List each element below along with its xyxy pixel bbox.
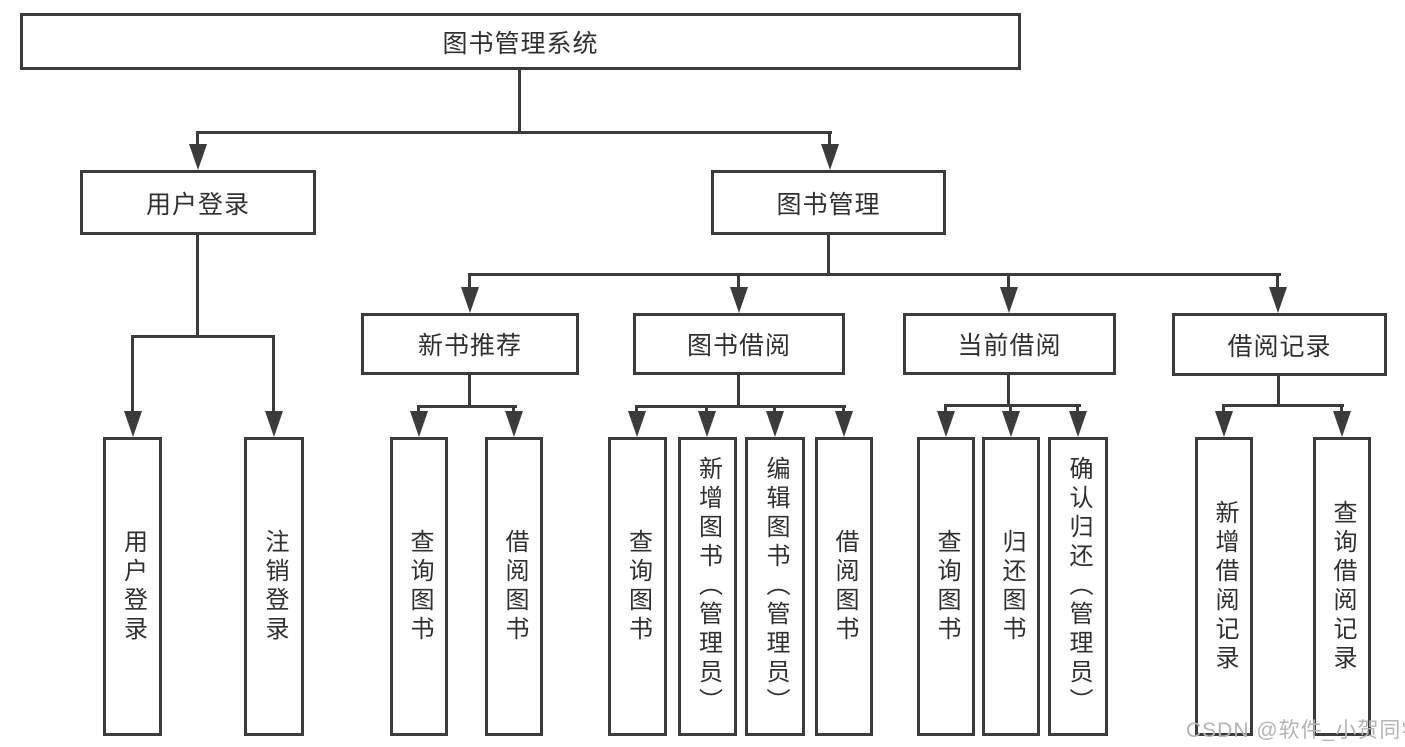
connector-line [196,131,199,146]
connector-line [131,335,134,413]
node-user-login: 用户登录 [80,170,316,235]
node-label: 图书管理系统 [442,29,599,58]
connector-level3-bus [468,273,1281,276]
leaf-label: 用户登录 [119,528,147,645]
leaf-query-borrow-record: 查询借阅记录 [1313,437,1371,736]
arrow-down-icon [461,287,479,313]
leaf-label: 注销登录 [261,528,288,645]
connector-line [1276,273,1279,289]
connector-bookborrow-bus [635,405,846,408]
connector-newbook-bus [417,405,517,408]
connector-line [1009,404,1012,413]
leaf-label: 编辑图书（管理员） [762,456,789,717]
arrow-down-icon [189,144,207,170]
node-label: 当前借阅 [957,332,1062,360]
node-label: 新书推荐 [417,332,522,360]
connector-line [1076,404,1079,413]
leaf-label: 归还图书 [998,528,1025,645]
leaf-add-borrow-record: 新增借阅记录 [1195,437,1253,736]
node-label: 借阅记录 [1227,332,1332,361]
arrow-down-icon [410,411,428,437]
connector-line [1222,404,1225,413]
connector-line [737,273,740,289]
connector-currentborrow-bus [944,404,1081,407]
leaf-label: 借阅图书 [831,528,858,645]
arrow-down-icon [1000,287,1018,313]
connector-newbook-drop [468,374,471,407]
arrow-down-icon [1002,411,1020,437]
leaf-label: 查询图书 [933,528,960,645]
arrow-down-icon [937,411,955,437]
arrow-down-icon [265,411,283,437]
leaf-confirm-return-admin: 确认归还（管理员） [1048,437,1108,736]
leaf-label: 确认归还（管理员） [1065,456,1092,717]
node-current-borrowing: 当前借阅 [903,313,1116,375]
node-book-borrowing: 图书借阅 [633,313,845,375]
node-label: 图书借阅 [686,332,791,360]
arrow-down-icon [1269,287,1287,313]
connector-line [417,405,420,413]
arrow-down-icon [124,411,142,437]
connector-root-drop [518,70,521,133]
node-book-management: 图书管理 [711,170,946,235]
arrow-down-icon [628,411,646,437]
leaf-query-books-recommend: 查询图书 [390,437,448,736]
node-label: 图书管理 [776,190,881,219]
arrow-down-icon [766,411,784,437]
connector-borrowrecords-bus [1222,404,1344,407]
leaf-label: 新增借阅记录 [1211,499,1238,674]
connector-line [1007,273,1010,289]
connector-line [828,131,831,146]
leaf-borrow-books-recommend: 借阅图书 [485,437,543,736]
arrow-down-icon [821,144,839,170]
connector-level2-bus [196,131,832,134]
connector-line [1340,404,1343,413]
leaf-label: 查询图书 [624,528,652,645]
arrow-down-icon [1333,411,1351,437]
connector-line [635,405,638,413]
arrow-down-icon [835,411,853,437]
node-new-book-recommend: 新书推荐 [361,313,579,375]
connector-borrowrecords-drop [1277,376,1280,406]
connector-line [842,405,845,413]
connector-userlogin-drop [196,235,199,337]
node-borrowing-records: 借阅记录 [1172,313,1387,376]
connector-line [773,405,776,413]
connector-line [468,273,471,289]
leaf-label: 借阅图书 [501,528,528,645]
arrow-down-icon [698,411,716,437]
arrow-down-icon [1215,411,1233,437]
connector-bookborrow-drop [737,374,740,407]
arrow-down-icon [505,411,523,437]
leaf-label: 查询借阅记录 [1329,499,1356,674]
csdn-watermark: CSDN @软件_小贺同学 [1186,719,1405,742]
arrow-down-icon [1069,411,1087,437]
arrow-down-icon [730,287,748,313]
connector-currentborrow-drop [1007,375,1010,406]
leaf-borrow-books: 借阅图书 [815,437,873,736]
leaf-add-book-admin: 新增图书（管理员） [678,437,737,736]
node-label: 用户登录 [145,190,250,219]
leaf-logout: 注销登录 [244,437,304,736]
connector-line [944,404,947,413]
connector-line [272,335,275,413]
connector-line [512,405,515,413]
connector-line [705,405,708,413]
leaf-label: 新增图书（管理员） [694,456,722,717]
leaf-label: 查询图书 [406,528,433,645]
leaf-edit-book-admin: 编辑图书（管理员） [745,437,805,736]
connector-bookmgmt-drop [827,235,830,275]
leaf-return-book: 归还图书 [982,437,1040,736]
leaf-query-books-borrowing: 查询图书 [608,437,667,736]
leaf-query-books-current: 查询图书 [917,437,975,736]
leaf-user-login: 用户登录 [103,437,162,736]
connector-userlogin-bus [132,335,275,338]
node-library-system: 图书管理系统 [20,13,1021,70]
